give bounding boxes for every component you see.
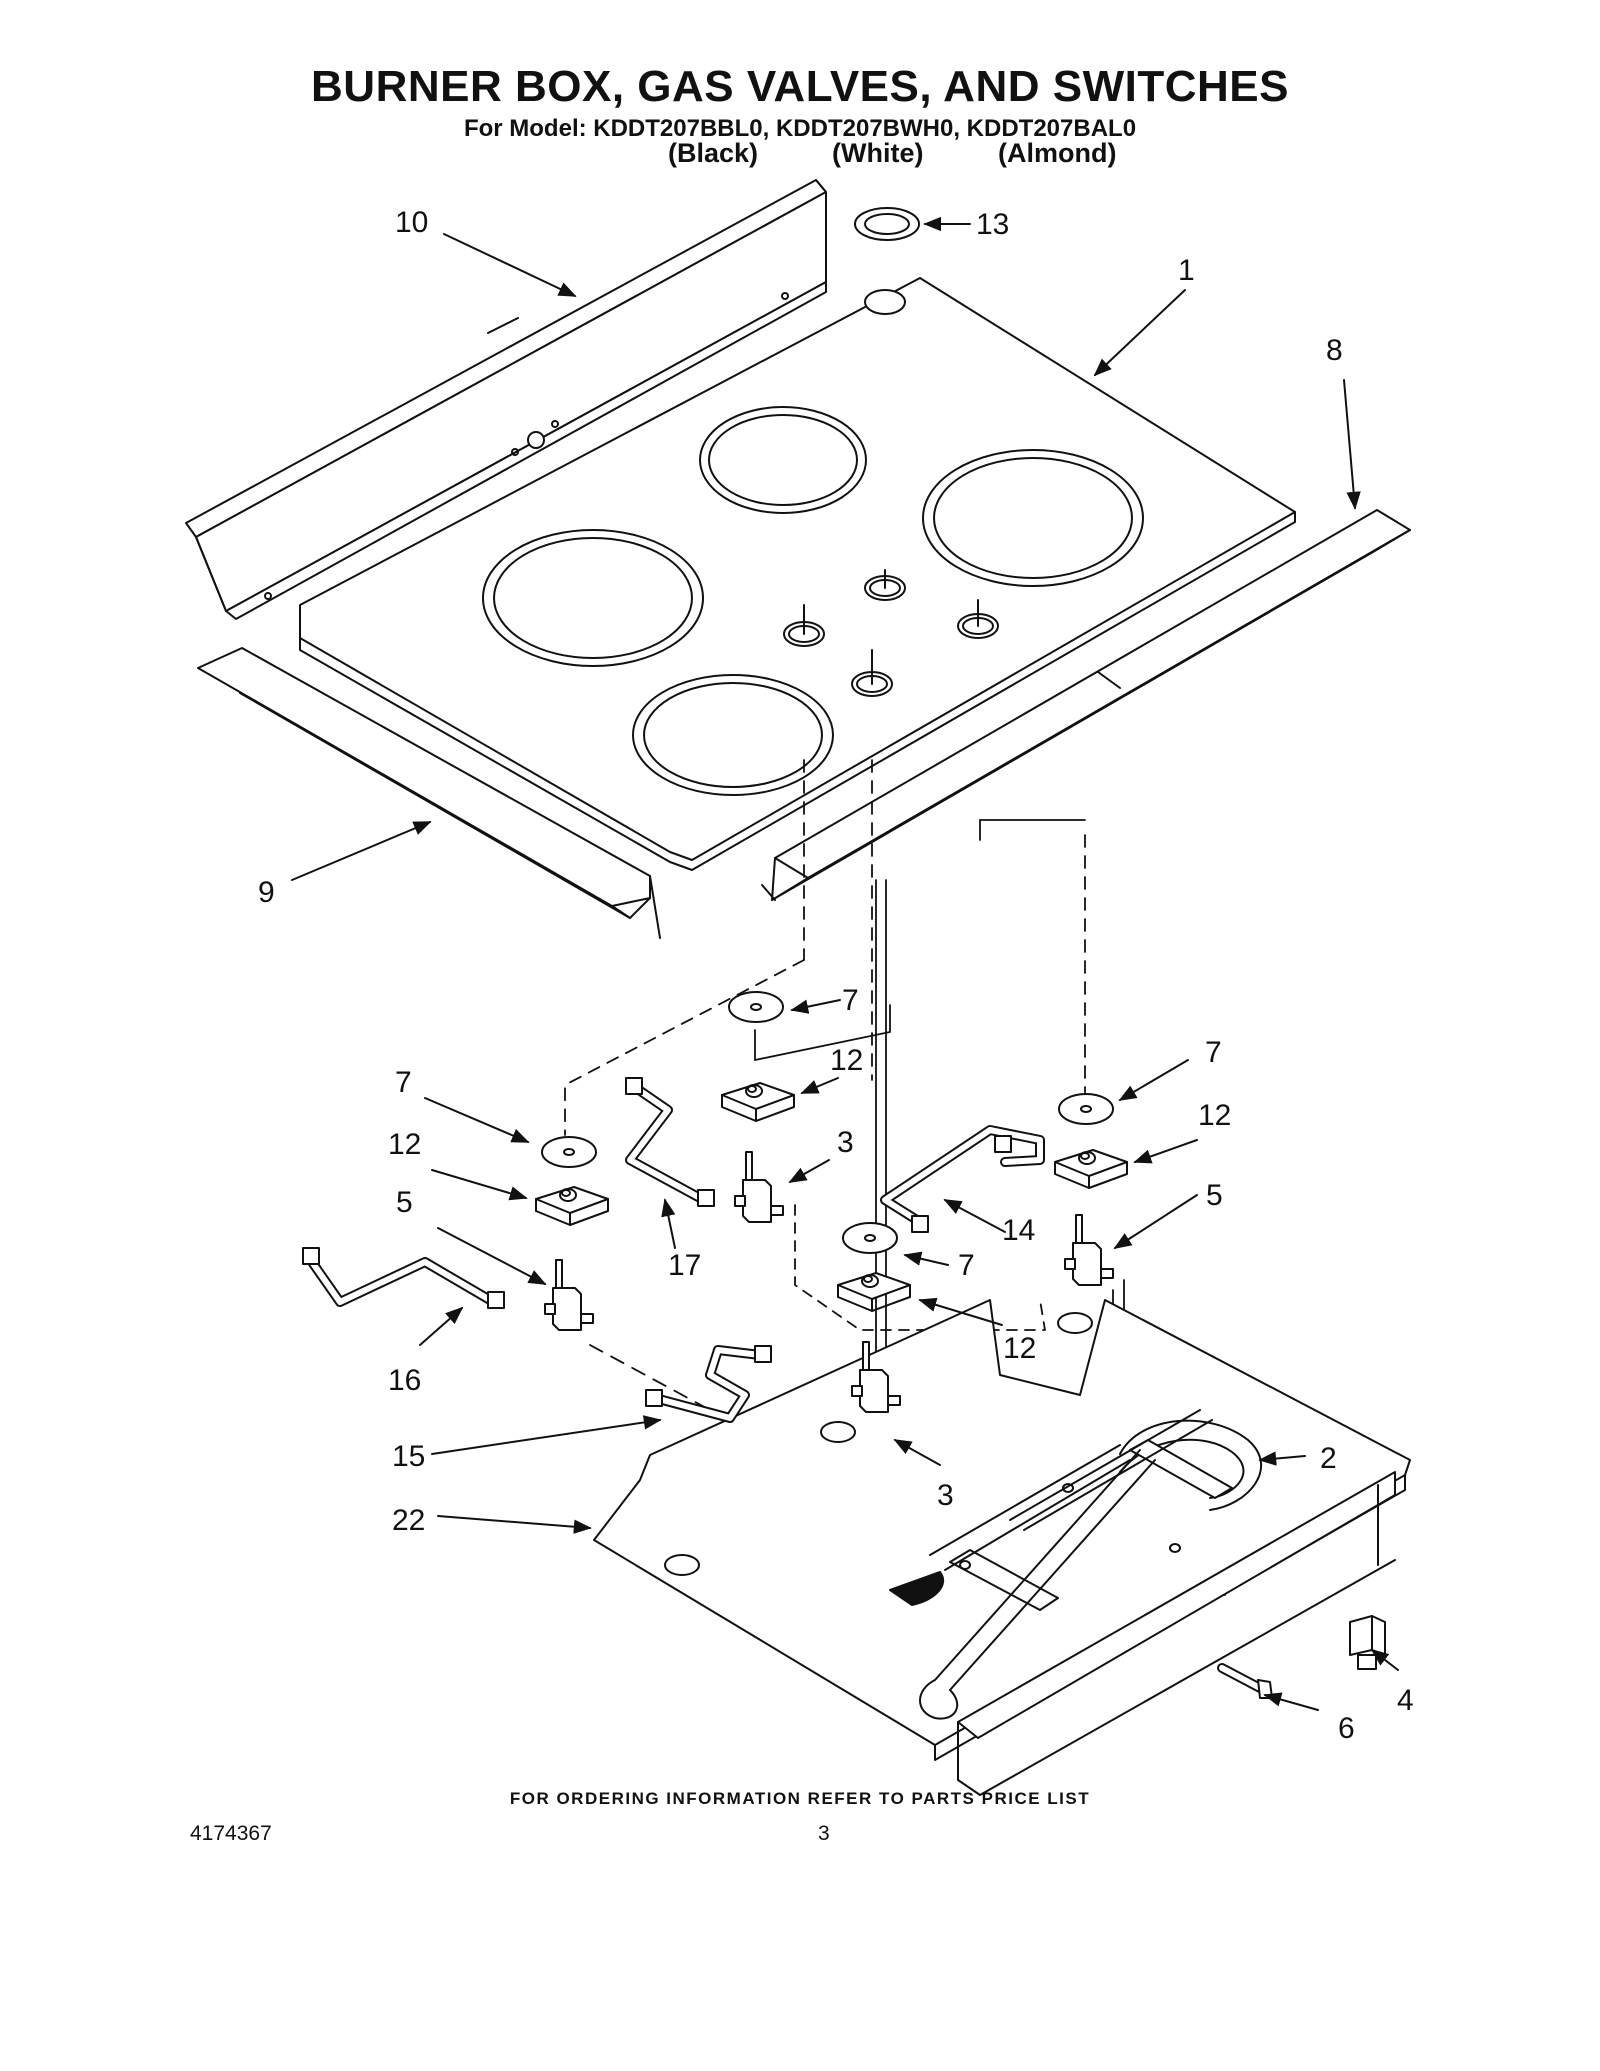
callout-10: 10: [395, 206, 428, 239]
model-list: For Model: KDDT207BBL0, KDDT207BWH0, KDD…: [463, 115, 1137, 142]
callout-5-right: 5: [1206, 1179, 1223, 1212]
page-number: 3: [818, 1822, 830, 1845]
ordering-note: FOR ORDERING INFORMATION REFER TO PARTS …: [509, 1789, 1091, 1808]
part-cooktop: [299, 277, 1296, 871]
callout-13: 13: [976, 208, 1009, 241]
color-almond: (Almond): [998, 138, 1117, 168]
callout-2: 2: [1320, 1442, 1337, 1475]
callout-12-center: 12: [1003, 1332, 1036, 1365]
part-right-trim: [761, 509, 1411, 901]
part-burner: [889, 1409, 1262, 1720]
part-gas-valves: [544, 1151, 1114, 1413]
callout-7-right: 7: [1205, 1036, 1222, 1069]
page-title: BURNER BOX, GAS VALVES, AND SWITCHES: [311, 62, 1289, 111]
callout-7-center: 7: [958, 1249, 975, 1282]
burner-opening-left: [482, 529, 704, 667]
burner-opening-rear-center: [699, 406, 867, 514]
callout-6: 6: [1338, 1712, 1355, 1745]
part-orifice-fitting: [1349, 1615, 1386, 1670]
color-black: (Black): [668, 138, 759, 168]
knob-holes: [783, 569, 999, 697]
callout-12-right: 12: [1198, 1099, 1231, 1132]
callout-7-left: 7: [395, 1066, 412, 1099]
callout-3-bottom: 3: [937, 1479, 954, 1512]
callout-3-top: 3: [837, 1126, 854, 1159]
leader-arrows: [291, 216, 1399, 1711]
part-left-trim: [197, 647, 661, 939]
part-burner-box: [593, 1299, 1411, 1796]
callout-7-top: 7: [842, 984, 859, 1017]
part-switches: [535, 1082, 1128, 1312]
callout-5-left: 5: [396, 1186, 413, 1219]
document-number: 4174367: [190, 1822, 272, 1845]
callout-12-top: 12: [830, 1044, 863, 1077]
callout-labels: 10 13 1 8 9 7 7 7 7 12 12 12 12 3 3 17 1…: [258, 206, 1414, 1745]
callout-1: 1: [1178, 254, 1195, 287]
part-screw: [1217, 1663, 1273, 1699]
callout-9: 9: [258, 876, 275, 909]
callout-22: 22: [392, 1504, 425, 1537]
callout-15: 15: [392, 1440, 425, 1473]
part-grommet: [854, 207, 920, 241]
color-white: (White): [832, 138, 924, 168]
callout-16: 16: [388, 1364, 421, 1397]
burner-opening-right: [922, 449, 1144, 587]
part-washers: [541, 991, 1114, 1254]
callout-14: 14: [1002, 1214, 1035, 1247]
callout-12-left: 12: [388, 1128, 421, 1161]
callout-4: 4: [1397, 1684, 1414, 1717]
part-gas-tubes: [302, 1077, 1045, 1423]
callout-8: 8: [1326, 334, 1343, 367]
part-rear-trim-strip: [185, 179, 827, 620]
callout-17: 17: [668, 1249, 701, 1282]
part-fittings: [1217, 1615, 1386, 1699]
burner-opening-front: [632, 674, 834, 796]
